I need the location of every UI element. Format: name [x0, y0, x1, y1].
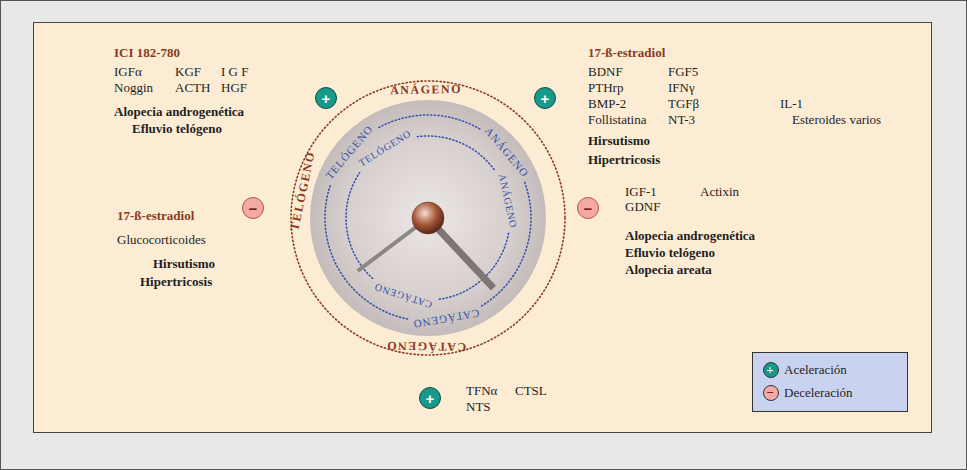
- condition-label: Alopecia areata: [625, 262, 712, 277]
- legend-symbol: −: [766, 386, 773, 399]
- sign-symbol: −: [249, 201, 258, 216]
- group-heading: 17-ß-estradiol: [588, 45, 665, 60]
- factor-label: IL-1: [780, 96, 803, 111]
- phase-ring: [417, 136, 495, 171]
- factor-label: NT-3: [668, 112, 695, 127]
- phase-label: ANÁGENO: [390, 82, 462, 98]
- factor-label: ACTH: [175, 80, 210, 95]
- factor-label: Esteroides varios: [792, 112, 881, 127]
- inner-panel: [34, 23, 932, 433]
- clock-hub: [412, 202, 444, 234]
- sign-circle: −: [242, 197, 264, 219]
- phase-ring: [379, 115, 480, 129]
- sign-circle: +: [534, 87, 556, 109]
- group-heading: 17-ß-estradiol: [117, 208, 194, 223]
- legend-text: Aceleración: [784, 362, 847, 378]
- cycle-dial: ANÁGENOTELÓGENOCATÁGENOTELÓGENOANÁGENOCA…: [290, 80, 566, 356]
- factor-label: TGFβ: [668, 96, 699, 111]
- factor-label: Noggin: [114, 80, 153, 95]
- sign-symbol: +: [541, 91, 550, 106]
- outer-dotted-ring: [291, 81, 565, 355]
- factor-label: BMP-2: [588, 96, 626, 111]
- factor-label: Follistatina: [588, 112, 647, 127]
- condition-label: Hirsutismo: [588, 133, 650, 148]
- condition-label: Efluvio telógeno: [132, 121, 222, 136]
- factor-label: CTSL: [515, 383, 547, 398]
- factor-label: Actixin: [700, 184, 739, 199]
- sign-circle: +: [315, 87, 337, 109]
- factor-label: IGF-1: [625, 184, 657, 199]
- factor-label: FGF5: [668, 64, 698, 79]
- factor-label: KGF: [175, 64, 201, 79]
- factor-label: NTS: [466, 399, 491, 414]
- dial-illustration: [290, 80, 566, 356]
- legend-symbol: +: [766, 363, 773, 376]
- factor-label: IFNγ: [668, 80, 695, 95]
- sign-circle: +: [419, 387, 441, 409]
- legend-text: Deceleración: [784, 385, 853, 401]
- factor-label: IGFα: [114, 64, 142, 79]
- cycle-disc: [310, 100, 546, 336]
- sign-symbol: +: [322, 91, 331, 106]
- factor-label: HGF: [221, 80, 247, 95]
- condition-label: Hirsutismo: [153, 256, 215, 271]
- phase-label: CATÁGENO: [385, 338, 466, 354]
- condition-label: Hipertricosis: [140, 274, 212, 289]
- factor-label: TFNα: [466, 383, 497, 398]
- sign-circle: −: [577, 197, 599, 219]
- condition-label: Efluvio telógeno: [625, 245, 715, 260]
- group-heading: ICI 182-780: [114, 45, 180, 60]
- factor-label: PTHrp: [588, 80, 623, 95]
- factor-label: GDNF: [625, 199, 660, 214]
- sign-symbol: −: [584, 201, 593, 216]
- factor-label: Glucocorticoides: [117, 232, 206, 247]
- factor-label: BDNF: [588, 64, 623, 79]
- condition-label: Hipertricosis: [588, 152, 660, 167]
- condition-label: Alopecia androgenética: [114, 104, 244, 119]
- condition-label: Alopecia androgenética: [625, 228, 755, 243]
- sign-symbol: +: [426, 391, 435, 406]
- legend-box: AceleraciónDeceleración: [752, 352, 908, 412]
- factor-label: I G F: [221, 64, 248, 79]
